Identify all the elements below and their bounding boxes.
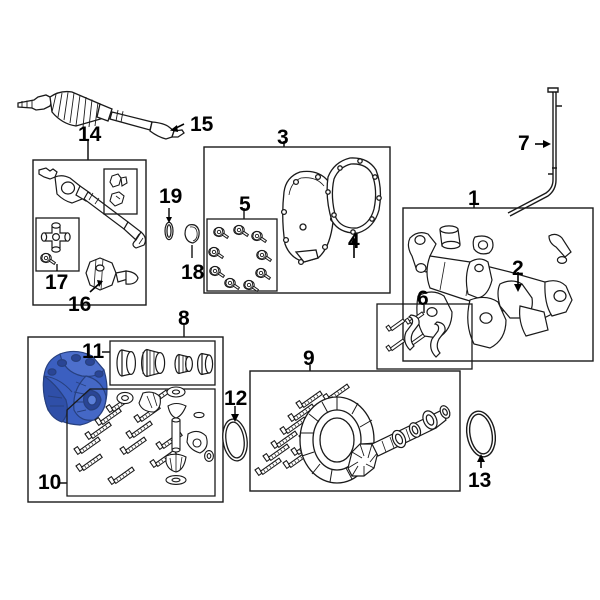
panel-14: [32, 159, 147, 306]
differential-internal-gears: [116, 386, 214, 485]
callout-17[interactable]: 17: [45, 271, 69, 294]
panel-9: [249, 370, 461, 492]
u-joint-bolt: [40, 252, 56, 265]
cover-gasket-4: [325, 157, 382, 235]
axle-vent-tube-7: [507, 87, 562, 217]
callout-16[interactable]: 16: [68, 293, 92, 316]
leader-12: [231, 406, 239, 422]
seal-ring-19: [164, 221, 174, 241]
leader-4: [350, 237, 358, 258]
callout-9[interactable]: 9: [303, 347, 315, 370]
leader-16: [89, 280, 103, 293]
side-bearing-cups-and-cones: [116, 348, 214, 378]
axle-o-ring-13: [465, 410, 497, 458]
panel-10: [66, 388, 216, 497]
callout-6[interactable]: 6: [417, 287, 429, 310]
axle-drive-shaft-15: [17, 90, 185, 140]
differential-case-assembly-highlighted: [42, 350, 108, 426]
callout-10[interactable]: 10: [38, 471, 62, 494]
bearing-caps: [404, 314, 446, 358]
callout-7[interactable]: 7: [518, 132, 530, 155]
callout-19[interactable]: 19: [159, 185, 183, 208]
callout-2[interactable]: 2: [512, 257, 524, 280]
leader-2: [514, 272, 522, 292]
callout-14[interactable]: 14: [78, 123, 102, 146]
panel-3: [203, 146, 391, 294]
panel-clips: [103, 168, 138, 215]
callout-13[interactable]: 13: [468, 469, 492, 492]
panel-6: [376, 303, 473, 370]
callout-8[interactable]: 8: [178, 307, 190, 330]
snap-ring-18: [184, 224, 200, 244]
panel-5: [206, 218, 278, 292]
callout-15[interactable]: 15: [190, 113, 214, 136]
panel-11: [109, 340, 216, 386]
leader-19: [166, 208, 172, 223]
callout-12[interactable]: 12: [224, 387, 248, 410]
panel-8: [27, 336, 224, 503]
callout-18[interactable]: 18: [181, 261, 205, 284]
intermediate-shaft-assembly: [38, 167, 147, 249]
callout-4[interactable]: 4: [348, 230, 360, 253]
pinion-o-ring-12: [222, 418, 248, 462]
pinion-bearings-and-shims: [391, 405, 451, 449]
callout-1[interactable]: 1: [468, 187, 480, 210]
callout-5[interactable]: 5: [239, 193, 251, 216]
axle-housing-assembly: [407, 225, 573, 349]
callout-11[interactable]: 11: [82, 340, 105, 363]
leader-15: [170, 123, 185, 132]
bearing-cap-bolts: [385, 311, 426, 352]
panel-1: [402, 207, 594, 362]
callout-3[interactable]: 3: [277, 126, 289, 149]
retaining-clips: [109, 173, 128, 207]
outer-cv-joint-16: [85, 257, 139, 291]
leader-7: [535, 140, 551, 148]
universal-joint-cross: [40, 222, 71, 253]
cover-bolts: [208, 224, 272, 292]
leader-13: [477, 454, 485, 468]
